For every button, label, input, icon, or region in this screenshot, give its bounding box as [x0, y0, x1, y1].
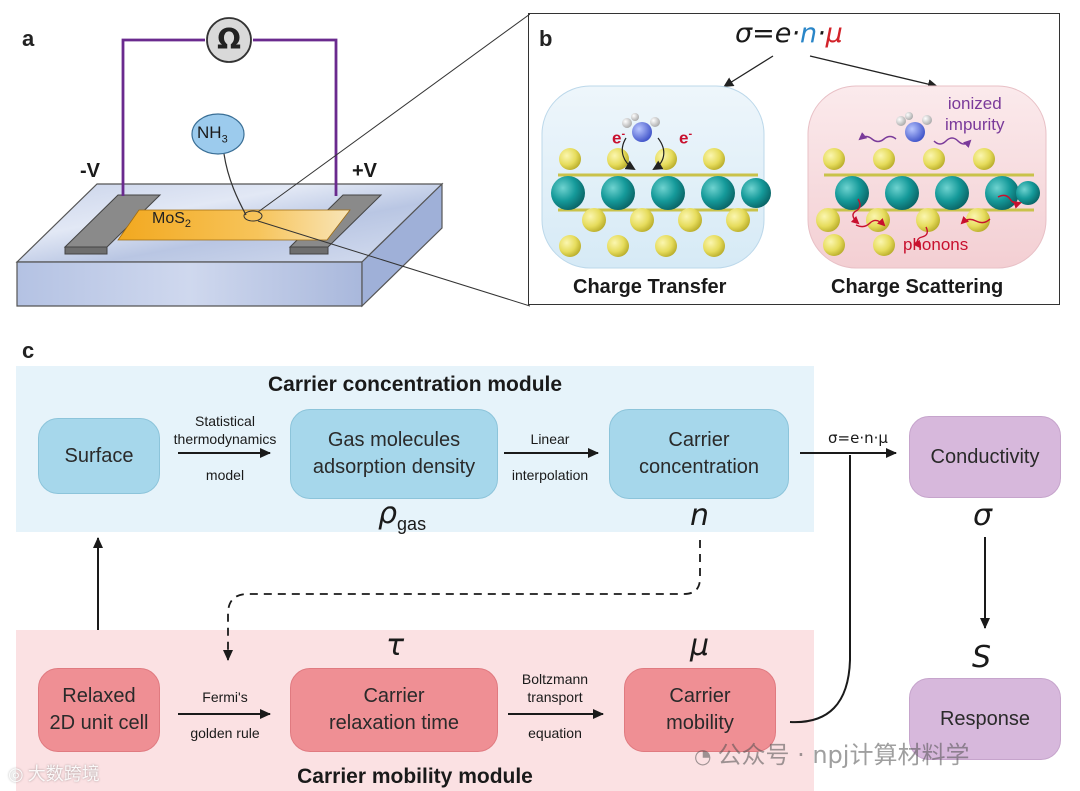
phonon-arrow-3	[960, 215, 991, 225]
arrow-to-scattering	[809, 55, 938, 90]
mos2-label: MoS2	[152, 210, 192, 231]
ionized-impurity-label: ionized impurity	[945, 93, 1005, 135]
carrier-mobility-node: Carrier mobility	[624, 668, 776, 752]
circuit-wire-left	[121, 38, 205, 196]
electron-path-left	[621, 137, 636, 171]
fermi-label: Fermi's	[202, 689, 248, 705]
electron-label-right: e-	[679, 128, 693, 148]
mobility-module-title: Carrier mobility module	[297, 765, 533, 788]
adsorption-site	[243, 210, 263, 222]
zoom-line-top	[257, 13, 530, 213]
nh3-molecule-right	[896, 112, 932, 142]
equation-label: equation	[528, 725, 582, 741]
rho-gas-symbol: ρgas	[378, 496, 427, 534]
interpolation-label: interpolation	[511, 467, 589, 483]
device-schematic	[15, 13, 530, 308]
lattice-left	[551, 148, 771, 257]
surface-node: Surface	[38, 418, 160, 494]
panel-b-frame	[528, 13, 1060, 305]
plus-voltage-label: +V	[352, 160, 378, 182]
concentration-module-title: Carrier concentration module	[267, 373, 563, 396]
impurity-scatter-right	[933, 137, 972, 149]
mos2-channel	[117, 209, 351, 241]
charge-transfer-title: Charge Transfer	[573, 276, 727, 298]
right-electrode-edge	[289, 246, 329, 255]
impurity-text: impurity	[945, 115, 1005, 134]
nh3-bubble	[191, 113, 245, 155]
ohmmeter	[206, 17, 252, 63]
circuit-wire-right	[253, 38, 338, 196]
sigma-formula-label: σ=e·n·μ	[828, 429, 888, 447]
conductivity-formula: σ=e·n·μ	[735, 18, 843, 49]
substrate-side	[361, 182, 443, 308]
response-node: Response	[909, 678, 1061, 760]
relaxation-time-node: Carrier relaxation time	[290, 668, 498, 752]
electron-path-right	[652, 137, 665, 171]
phonons-label: phonons	[903, 235, 969, 254]
dashed-feedback-arrow	[223, 540, 701, 661]
model-label: model	[205, 467, 245, 483]
impurity-scatter-left	[858, 132, 897, 143]
linear-label: Linear	[530, 431, 570, 447]
left-electrode-edge	[64, 246, 108, 255]
mobility-to-formula-line	[789, 455, 851, 724]
carrier-concentration-node: Carrier concentration	[609, 409, 789, 499]
panel-b-letter: b	[539, 26, 553, 51]
ohm-symbol: Ω	[217, 23, 241, 56]
nh3-label: NH3	[197, 123, 228, 146]
panel-a-letter: a	[22, 26, 35, 51]
phonon-arrow-5	[913, 226, 929, 249]
panel-b-illustration	[541, 55, 1047, 269]
tau-symbol: τ	[386, 628, 405, 663]
watermark-left: ◎大数跨境	[8, 764, 100, 785]
charge-scattering-title: Charge Scattering	[831, 276, 1004, 298]
conductivity-node: Conductivity	[909, 416, 1061, 498]
golden-rule-label: golden rule	[190, 725, 260, 741]
zoom-line-bottom	[257, 220, 530, 307]
panel-c-letter: c	[22, 338, 35, 363]
wechat-icon: ◔	[694, 744, 712, 768]
gas-density-node: Gas molecules adsorption density	[290, 409, 498, 499]
s-symbol: S	[972, 640, 992, 675]
watermark-right: ◔公众号 · npj计算材料学	[694, 741, 970, 769]
phonon-arrow-4	[997, 194, 1022, 209]
relaxed-unit-cell-node: Relaxed 2D unit cell	[38, 668, 160, 752]
arrow-to-transfer	[723, 55, 774, 88]
nh3-pointer	[223, 153, 247, 216]
mu-symbol: μ	[690, 628, 710, 663]
boltzmann-transport-label: Boltzmann transport	[521, 671, 589, 705]
nh3-molecule-left	[622, 113, 660, 142]
sigma-symbol: σ	[973, 498, 993, 533]
logo-icon: ◎	[8, 764, 24, 785]
minus-voltage-label: -V	[80, 160, 100, 182]
electron-label-left: e-	[612, 128, 626, 148]
phonon-arrow-2	[855, 217, 886, 228]
n-symbol: n	[690, 498, 710, 533]
ionized-text: ionized	[947, 94, 1002, 113]
statistical-thermo-label: Statistical thermodynamics	[173, 413, 277, 447]
phonon-arrow-1	[850, 198, 861, 225]
